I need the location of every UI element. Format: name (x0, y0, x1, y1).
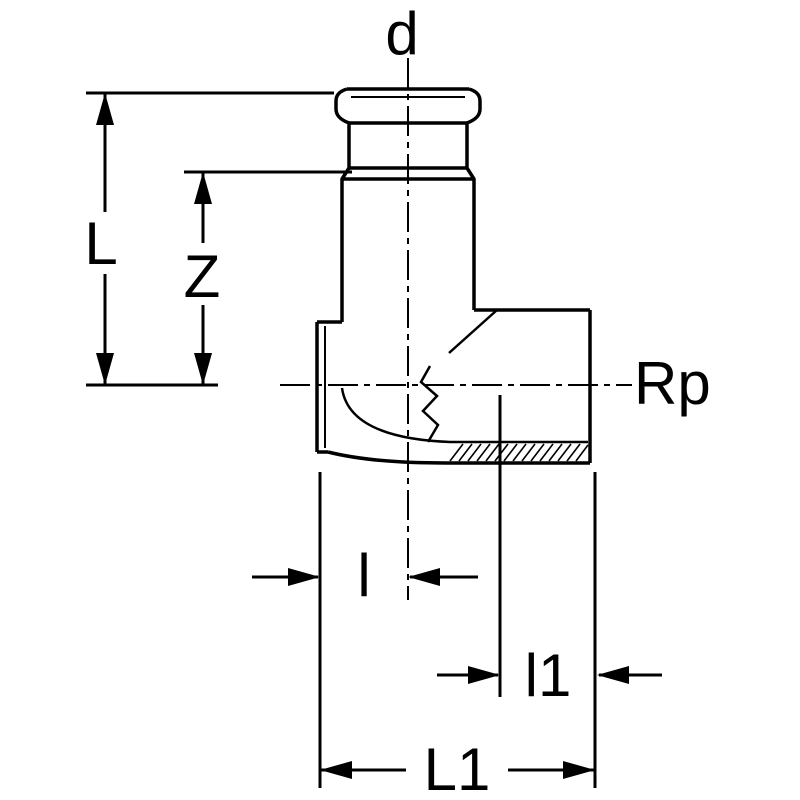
fitting-interior (340, 309, 588, 444)
thread-hatching (449, 443, 589, 462)
label-length-l: l (357, 542, 370, 609)
label-length-l1: l1 (525, 642, 572, 709)
arrowhead-l-right (288, 568, 320, 586)
dimension-lines (86, 91, 662, 788)
arrowhead-Z-down (194, 353, 212, 385)
label-length-Z: Z (184, 243, 221, 310)
dimension-labels: d L Z Rp l l1 L1 (84, 0, 710, 800)
bore-chamfer-line (448, 309, 498, 354)
arrowhead-L1-left (320, 761, 352, 779)
centerlines (280, 58, 632, 600)
arrowhead-l1-right (468, 666, 500, 684)
label-thread-Rp: Rp (634, 350, 711, 417)
fitting-outline (315, 87, 592, 465)
arrowhead-Z-up (194, 172, 212, 204)
label-length-L1: L1 (424, 736, 491, 800)
arrowhead-L1-right (563, 761, 595, 779)
label-length-L: L (84, 210, 117, 277)
break-squiggle-line (419, 365, 440, 443)
arrowhead-L-down (96, 353, 114, 385)
label-diameter-d: d (385, 0, 418, 67)
arrowhead-L-up (96, 93, 114, 125)
